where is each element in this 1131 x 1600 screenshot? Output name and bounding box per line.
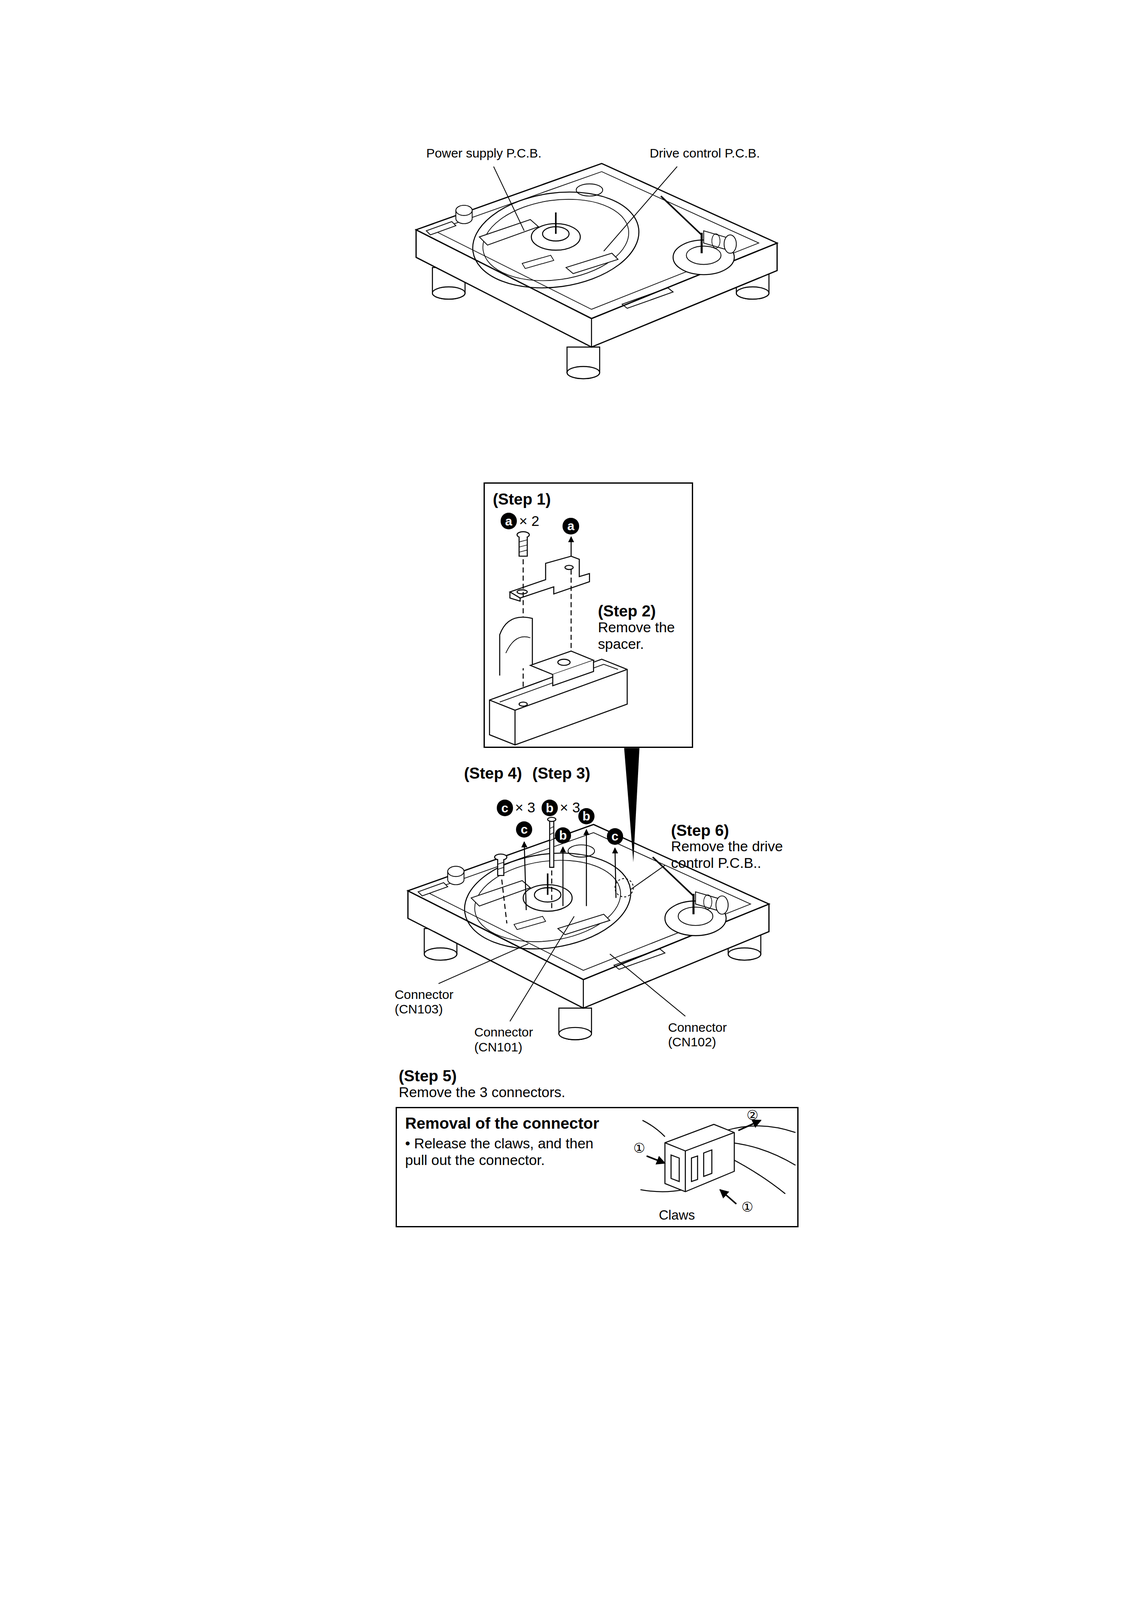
callout-letter: b — [582, 809, 591, 823]
leader-lines — [438, 865, 686, 1022]
body-text: • Release the claws, and then pull out t… — [405, 1135, 610, 1169]
quantity: × 2 — [518, 513, 540, 530]
screw-arrows — [494, 817, 616, 924]
callout-letter: b — [559, 828, 567, 842]
body-text: Remove the spacer. — [597, 619, 690, 653]
part-label: Power supply P.C.B. — [426, 145, 542, 161]
callout-number: ① — [633, 1140, 646, 1156]
quantity: × 3 — [515, 799, 536, 816]
step-heading: (Step 4) — [463, 763, 522, 783]
callout-letter: b — [545, 801, 554, 815]
step-heading: (Step 5) — [398, 1066, 457, 1085]
step-heading: (Step 6) — [670, 821, 729, 840]
callout-circle: b — [578, 807, 595, 825]
heading-text: (Step 2) — [597, 601, 656, 621]
callout-letter: a — [504, 514, 513, 528]
callout-circle: c — [515, 821, 533, 838]
callout-letter: c — [501, 801, 509, 815]
callout-circle: a — [562, 517, 579, 534]
heading-text: Removal of the connector — [405, 1113, 600, 1133]
callout-letter: c — [611, 829, 619, 843]
heading-text: (Step 1) — [492, 489, 551, 509]
part-label: Claws — [658, 1207, 696, 1223]
connector-label: Connector (CN103) — [394, 987, 454, 1017]
callout-circle: c — [496, 799, 514, 816]
quantity: × 3 — [559, 799, 581, 816]
leader-lines — [493, 166, 678, 251]
callout-circle: c — [606, 827, 624, 845]
step-note: Remove the drive control P.C.B.. — [670, 838, 796, 872]
note-box: Removal of the connector• Release the cl… — [395, 1106, 799, 1228]
connector-figure — [640, 1119, 796, 1204]
part-label: Drive control P.C.B. — [649, 145, 760, 161]
callout-circle: b — [541, 799, 558, 816]
step-box: (Step 1) (Step 2)Remove the spacer. a a — [483, 482, 694, 748]
turntable-overview — [416, 163, 778, 379]
connector-label: Connector (CN102) — [667, 1020, 727, 1050]
callout-number: ② — [746, 1107, 759, 1123]
callout-pointer — [623, 747, 640, 863]
callout-circle: a — [500, 512, 517, 529]
callout-number: ① — [741, 1199, 754, 1215]
connector-label: Connector (CN101) — [474, 1024, 534, 1055]
step-heading: (Step 3) — [532, 763, 591, 783]
callout-letter: a — [567, 519, 575, 533]
callout-circle: b — [554, 827, 572, 844]
step-note: Remove the 3 connectors. — [398, 1084, 566, 1101]
callout-letter: c — [520, 822, 528, 836]
